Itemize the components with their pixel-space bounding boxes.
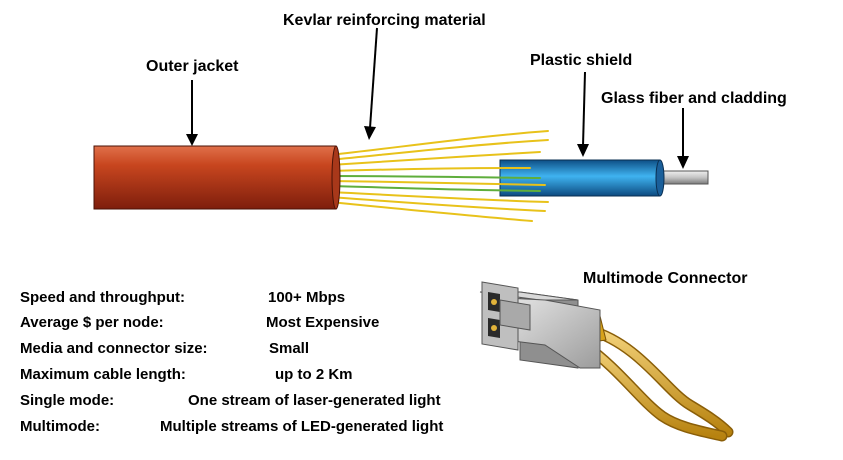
spec-row-length: Maximum cable length: up to 2 Km	[20, 366, 540, 388]
spec-value: Multiple streams of LED-generated light	[160, 418, 444, 435]
spec-value: One stream of laser-generated light	[188, 392, 441, 409]
spec-name: Average $ per node:	[20, 314, 164, 331]
outer-jacket-segment	[93, 145, 341, 210]
plastic-shield-label: Plastic shield	[530, 52, 633, 69]
spec-row-size: Media and connector size: Small	[20, 340, 540, 362]
kevlar-strands	[329, 130, 549, 222]
glass-fiber-label: Glass fiber and cladding	[601, 90, 787, 107]
spec-row-cost: Average $ per node: Most Expensive	[20, 314, 540, 336]
spec-value: 100+ Mbps	[268, 289, 346, 306]
multimode-connector-illustration	[479, 281, 734, 442]
outer-jacket-arrow	[186, 80, 198, 146]
spec-row-multimode: Multimode: Multiple streams of LED-gener…	[20, 418, 540, 440]
multimode-connector-label: Multimode Connector	[583, 270, 748, 287]
spec-row-speed: Speed and throughput: 100+ Mbps	[20, 289, 540, 311]
kevlar-arrow	[364, 27, 378, 140]
spec-value: up to 2 Km	[275, 366, 353, 383]
spec-name: Single mode:	[20, 392, 115, 409]
outer-jacket-label: Outer jacket	[146, 58, 239, 75]
spec-name: Multimode:	[20, 418, 100, 435]
spec-name: Maximum cable length:	[20, 366, 186, 383]
glass-fiber-arrow	[677, 108, 689, 169]
plastic-shield-arrow	[577, 71, 589, 157]
spec-row-single-mode: Single mode: One stream of laser-generat…	[20, 392, 540, 414]
spec-value: Small	[269, 340, 310, 357]
spec-name: Speed and throughput:	[20, 289, 185, 306]
kevlar-label: Kevlar reinforcing material	[283, 12, 486, 29]
spec-value: Most Expensive	[266, 314, 380, 331]
spec-name: Media and connector size:	[20, 340, 208, 357]
